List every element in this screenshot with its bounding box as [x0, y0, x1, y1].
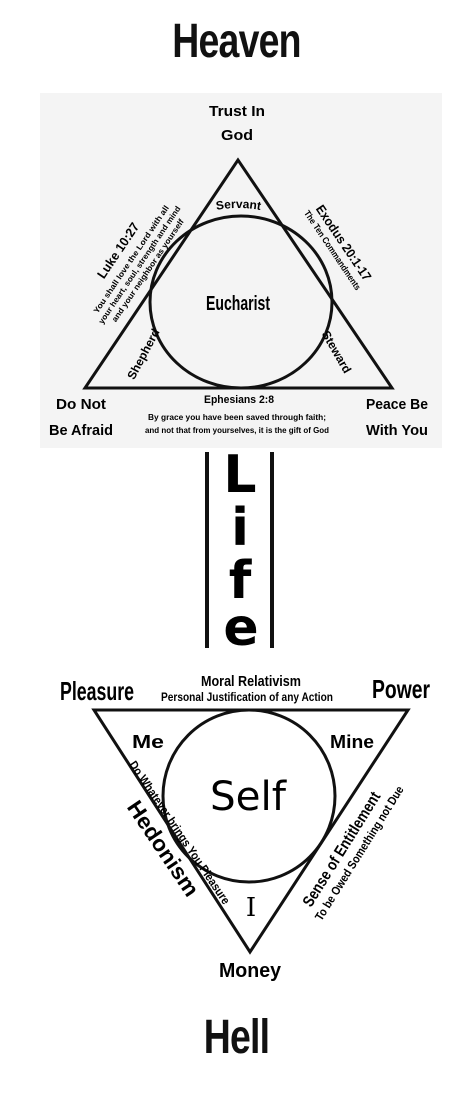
top-label-justification: Personal Justification of any Action [161, 690, 333, 704]
top-triangle-group: Trust In God Do Not Be Afraid Peace Be W… [49, 103, 428, 439]
inner-mine: Mine [330, 732, 374, 752]
center-eucharist: Eucharist [206, 293, 270, 315]
heaven-title: Heaven [172, 15, 301, 68]
hell-title: Hell [203, 1011, 270, 1064]
left-corner-label-2: Be Afraid [49, 422, 113, 439]
inner-me: Me [132, 732, 164, 752]
ephesians-ref: Ephesians 2:8 [204, 394, 274, 406]
life-column: L i f e [205, 445, 274, 658]
left-scripture-group: Luke 10:27 You shall love the Lord with … [92, 204, 186, 326]
top-circle [148, 214, 334, 390]
ephesians-quote-1: By grace you have been saved through fai… [148, 413, 326, 422]
center-self: Self [210, 774, 287, 820]
life-letter-i: i [231, 498, 249, 558]
corner-pleasure: Pleasure [60, 676, 134, 706]
ephesians-quote-2: and not that from yourselves, it is the … [145, 426, 329, 435]
corner-power: Power [372, 674, 430, 704]
inner-i: I [246, 893, 256, 923]
arc-servant: Servant [215, 197, 262, 213]
life-bar-left [205, 452, 209, 648]
life-letter-l: L [223, 445, 256, 505]
life-letter-f: f [229, 551, 253, 611]
life-letter-e: e [223, 598, 258, 658]
apex-money: Money [219, 960, 282, 982]
top-label-moral: Moral Relativism [201, 673, 301, 690]
right-corner-label-1: Peace Be [366, 396, 428, 413]
arc-steward: Steward [319, 328, 354, 375]
bottom-triangle-group: Moral Relativism Personal Justification … [60, 673, 430, 982]
apex-label-1: Trust In [209, 103, 265, 120]
apex-label-2: God [221, 127, 253, 144]
arc-shepherd: Shepherd [124, 326, 162, 381]
life-bar-right [270, 452, 274, 648]
left-corner-label-1: Do Not [56, 396, 106, 413]
right-corner-label-2: With You [366, 422, 428, 439]
bottom-circle [161, 708, 337, 884]
right-scripture-group: Exodus 20:1-17 The Ten Commandments [302, 202, 374, 292]
